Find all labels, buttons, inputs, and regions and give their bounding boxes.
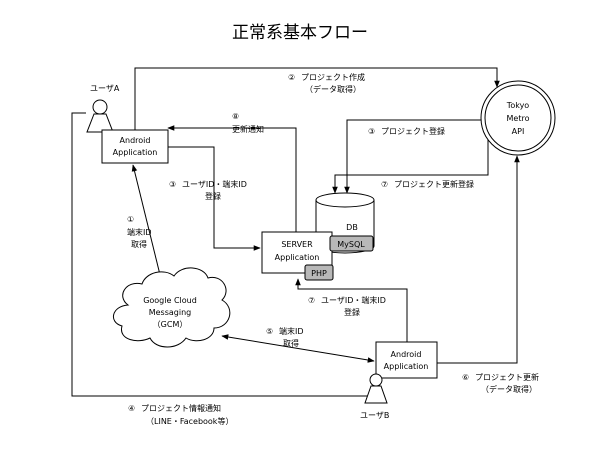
php-tag xyxy=(304,264,334,281)
step-1-text-2: 取得 xyxy=(131,239,147,249)
mysql-label: MySQL xyxy=(337,240,365,249)
step-2-text-2: （データ取得） xyxy=(305,84,361,94)
android-a-box xyxy=(101,129,169,164)
android-a-label-2: Application xyxy=(113,148,158,157)
arrow-register-b xyxy=(295,278,408,342)
arrow-update-notice xyxy=(167,125,297,232)
step-7b-text-2: 登録 xyxy=(344,307,360,317)
step-7a-text: プロジェクト更新登録 xyxy=(394,179,474,189)
step-6-number: ⑥ xyxy=(462,373,469,382)
step-1-number: ① xyxy=(127,215,134,224)
arrow-project-info-notice xyxy=(71,112,377,399)
gcm-label-1: Google Cloud xyxy=(143,296,197,305)
arrow-device-id-b xyxy=(221,334,375,363)
arrow-device-id-a xyxy=(131,164,165,288)
step-6-text-1: プロジェクト更新 xyxy=(475,372,539,382)
server-label-2: Application xyxy=(275,253,320,262)
gcm-cloud xyxy=(113,267,231,348)
arrow-project-register xyxy=(344,119,483,194)
step-5-text-2: 取得 xyxy=(283,338,299,348)
step-3b-number: ③ xyxy=(169,180,176,189)
android-b-label-2: Application xyxy=(384,362,429,371)
api-label-1: Tokyo xyxy=(506,101,530,110)
arrow-project-update-register xyxy=(332,138,489,194)
arrow-project-update xyxy=(437,155,520,364)
step-3b-text-1: ユーザID・端末ID xyxy=(182,179,247,189)
step-2-number: ② xyxy=(288,73,295,82)
step-6-text-2: （データ取得） xyxy=(481,384,537,394)
user-a-icon xyxy=(86,99,114,133)
step-3a-number: ③ xyxy=(368,127,375,136)
step-4-text-1: プロジェクト情報通知 xyxy=(141,403,221,413)
step-5-text-1: 端末ID xyxy=(279,326,304,336)
step-7b-text-1: ユーザID・端末ID xyxy=(321,295,386,305)
step-3b-text-2: 登録 xyxy=(205,191,221,201)
tokyo-metro-api-node xyxy=(480,80,556,156)
gcm-label-3: （GCM） xyxy=(153,320,188,329)
server-label-1: SERVER xyxy=(281,240,313,249)
step-7b-number: ⑦ xyxy=(308,296,315,305)
step-3a-text: プロジェクト登録 xyxy=(381,126,445,136)
arrow-project-create xyxy=(134,67,500,130)
step-8-text: 更新通知 xyxy=(232,124,264,134)
step-8-number: ⑧ xyxy=(232,112,239,121)
php-label: PHP xyxy=(311,269,327,278)
step-4-text-2: （LINE・Facebook等） xyxy=(146,416,233,426)
user-b-label: ユーザB xyxy=(360,411,389,420)
step-5-number: ⑤ xyxy=(266,327,273,336)
step-1-text-1: 端末ID xyxy=(127,227,152,237)
api-label-2: Metro xyxy=(507,114,530,123)
step-2-text-1: プロジェクト作成 xyxy=(301,72,365,82)
user-b-icon xyxy=(364,373,388,404)
db-label: DB xyxy=(346,223,358,232)
user-a-label: ユーザA xyxy=(90,84,120,93)
android-b-box xyxy=(375,341,438,379)
android-b-label-1: Android xyxy=(391,350,422,359)
diagram-title: 正常系基本フロー xyxy=(232,23,368,43)
gcm-label-2: Messaging xyxy=(149,308,192,317)
mysql-tag xyxy=(329,235,374,252)
step-4-number: ④ xyxy=(128,404,135,413)
api-label-3: API xyxy=(512,127,525,136)
android-a-label-1: Android xyxy=(120,136,151,145)
step-7a-number: ⑦ xyxy=(381,180,388,189)
arrow-register-a xyxy=(168,146,261,251)
